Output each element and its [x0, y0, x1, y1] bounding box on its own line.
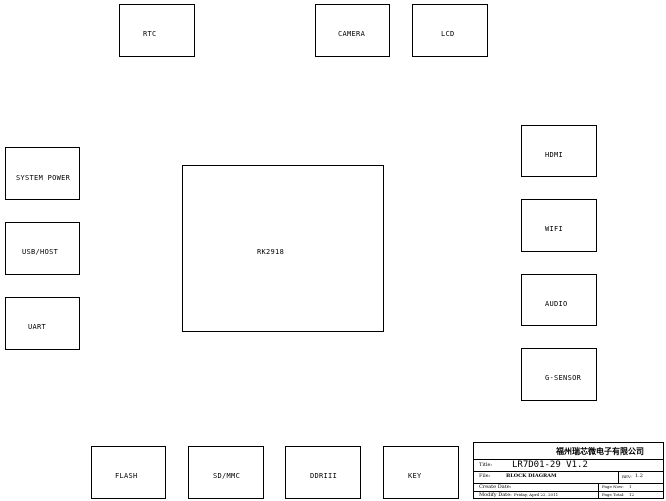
system-power-block: SYSTEM POWER: [5, 147, 80, 200]
wifi-block: WIFI: [521, 199, 597, 252]
usb-host-block: USB/HOST: [5, 222, 80, 275]
uart-block: UART: [5, 297, 80, 350]
file-label: File:: [479, 473, 491, 479]
ddriii-block: DDRIII: [285, 446, 361, 499]
lcd-label: LCD: [441, 30, 455, 38]
camera-block: CAMERA: [315, 4, 390, 57]
ddriii-label: DDRIII: [310, 472, 338, 480]
modify-date-label: Modify Date:: [479, 492, 512, 498]
title-block: 福州瑞芯微电子有限公司 Title: LR7D01-29 V1.2 File: …: [473, 442, 664, 499]
lcd-block: LCD: [412, 4, 488, 57]
page-total-label: Page Total:: [602, 492, 625, 497]
page-now-label: Page Now:: [602, 484, 624, 489]
audio-label: AUDIO: [545, 300, 568, 308]
hdmi-label: HDMI: [545, 151, 564, 159]
g-sensor-label: G-SENSOR: [545, 374, 582, 382]
uart-label: UART: [28, 323, 47, 331]
soc-label: RK2918: [257, 248, 285, 256]
modify-date-value: Friday, April 22, 2011: [514, 492, 559, 497]
page-now-value: 1: [629, 484, 632, 489]
usb-host-label: USB/HOST: [22, 248, 59, 256]
flash-block: FLASH: [91, 446, 166, 499]
rtc-block: RTC: [119, 4, 195, 57]
system-power-label: SYSTEM POWER: [16, 174, 71, 182]
sd-mmc-label: SD/MMC: [213, 472, 241, 480]
rev-value: 1.2: [635, 473, 643, 479]
title-value: LR7D01-29 V1.2: [512, 460, 588, 470]
flash-label: FLASH: [115, 472, 138, 480]
company-name: 福州瑞芯微电子有限公司: [556, 446, 644, 456]
key-label: KEY: [408, 472, 422, 480]
camera-label: CAMERA: [338, 30, 366, 38]
key-block: KEY: [383, 446, 459, 499]
wifi-label: WIFI: [545, 225, 564, 233]
rev-label: REV:: [622, 474, 632, 479]
file-value: BLOCK DIAGRAM: [506, 473, 557, 479]
page-total-value: 12: [629, 492, 635, 497]
sd-mmc-block: SD/MMC: [188, 446, 264, 499]
rtc-label: RTC: [143, 30, 157, 38]
audio-block: AUDIO: [521, 274, 597, 326]
hdmi-block: HDMI: [521, 125, 597, 177]
title-label: Title:: [479, 462, 493, 468]
create-date-label: Create Date:: [479, 484, 512, 490]
g-sensor-block: G-SENSOR: [521, 348, 597, 401]
soc-block: RK2918: [182, 165, 384, 332]
